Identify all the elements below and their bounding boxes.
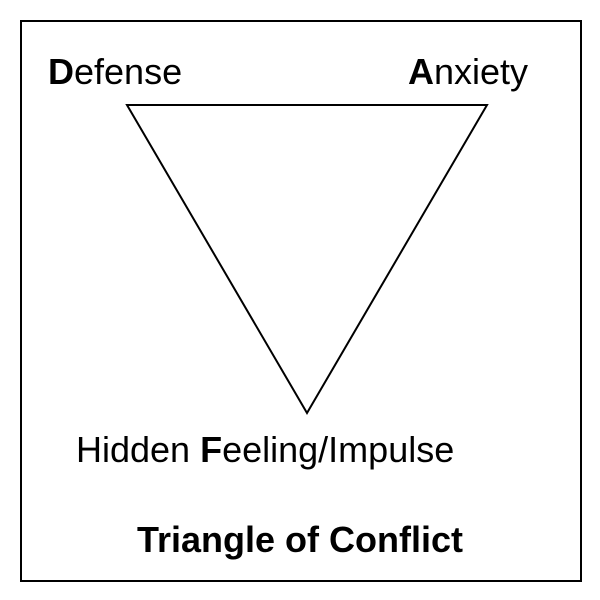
label-hidden-feeling: Hidden Feeling/Impulse [76, 429, 455, 470]
label-defense: Defense [48, 51, 183, 92]
diagram-title: Triangle of Conflict [136, 519, 463, 560]
label-anxiety: Anxiety [408, 51, 529, 92]
diagram-frame [20, 20, 582, 582]
